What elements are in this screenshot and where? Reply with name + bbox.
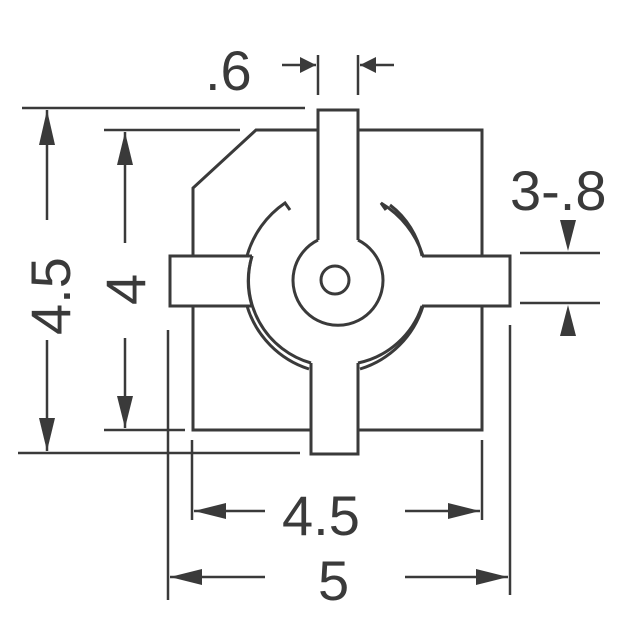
bottom-tab — [309, 363, 360, 456]
dim-tab-width: .6 — [205, 39, 394, 102]
rotor — [245, 200, 425, 371]
dim-outer-width: 5 — [170, 549, 508, 612]
svg-text:4: 4 — [94, 274, 157, 305]
svg-text:.6: .6 — [205, 39, 252, 102]
right-tab — [422, 254, 512, 308]
svg-text:3-.8: 3-.8 — [510, 159, 607, 222]
svg-text:5: 5 — [318, 549, 349, 612]
dim-outer-height: 4.5 — [19, 110, 82, 451]
svg-text:4.5: 4.5 — [19, 257, 82, 335]
dim-inner-height: 4 — [94, 132, 157, 428]
dim-pin-width: 3-.8 — [510, 159, 607, 336]
left-tab — [168, 254, 252, 308]
svg-text:4.5: 4.5 — [282, 484, 360, 547]
component-body — [191, 128, 484, 432]
extension-lines — [18, 55, 600, 600]
top-tab — [316, 108, 360, 240]
dim-inner-width: 4.5 — [194, 484, 480, 547]
center-hole — [319, 264, 351, 296]
